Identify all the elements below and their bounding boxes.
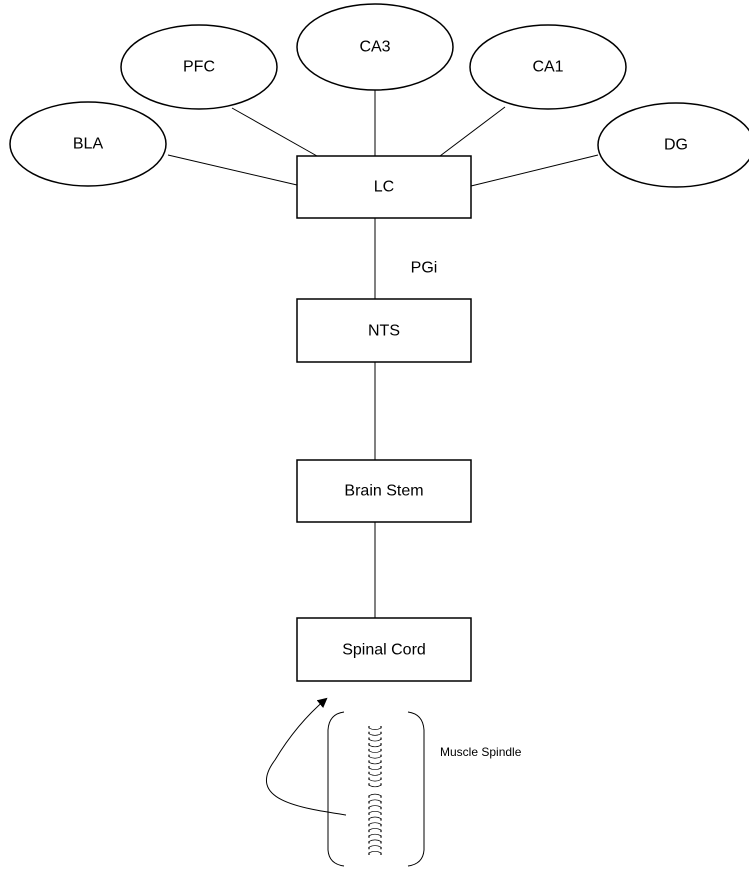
spindle-coil-loops xyxy=(368,725,382,855)
spinal-cord-label: Spinal Cord xyxy=(342,642,426,659)
muscle-spindle-label: Muscle Spindle xyxy=(440,745,522,759)
node-brain-stem: Brain Stem xyxy=(296,459,472,523)
bla-label: BLA xyxy=(73,136,104,153)
spinal-cord-box xyxy=(296,617,472,682)
edge-dg-lc xyxy=(470,154,599,187)
spindle-arrow xyxy=(266,697,347,816)
node-bla: BLA xyxy=(9,101,167,187)
dg-label: DG xyxy=(664,137,688,154)
node-lc: LC xyxy=(296,155,472,219)
edge-label-pgi: PGi xyxy=(411,260,438,277)
nts-label: NTS xyxy=(368,323,400,340)
spindle-coil xyxy=(368,725,382,855)
node-nts: NTS xyxy=(296,298,472,363)
lc-box xyxy=(296,155,472,219)
ca3-ellipse xyxy=(296,3,454,91)
spindle-left-bracket xyxy=(327,711,345,867)
lc-label: LC xyxy=(374,179,394,196)
node-ca3: CA3 xyxy=(296,3,454,91)
node-pfc: PFC xyxy=(120,24,278,110)
pfc-label: PFC xyxy=(183,59,215,76)
edge-bla-lc xyxy=(167,154,298,186)
brain-stem-label: Brain Stem xyxy=(344,483,423,500)
spindle-right-bracket xyxy=(407,711,425,867)
edge-ca1-lc xyxy=(439,106,506,157)
muscle-spindle xyxy=(266,697,425,867)
nts-box xyxy=(296,298,472,363)
edge-pfc-lc xyxy=(231,107,318,157)
ca1-ellipse xyxy=(469,24,627,110)
dg-ellipse xyxy=(597,102,749,188)
node-ca1: CA1 xyxy=(469,24,627,110)
ca1-label: CA1 xyxy=(532,59,563,76)
node-spinal-cord: Spinal Cord xyxy=(296,617,472,682)
brain-stem-box xyxy=(296,459,472,523)
bla-ellipse xyxy=(9,101,167,187)
pfc-ellipse xyxy=(120,24,278,110)
ca3-label: CA3 xyxy=(359,39,390,56)
node-dg: DG xyxy=(597,102,749,188)
